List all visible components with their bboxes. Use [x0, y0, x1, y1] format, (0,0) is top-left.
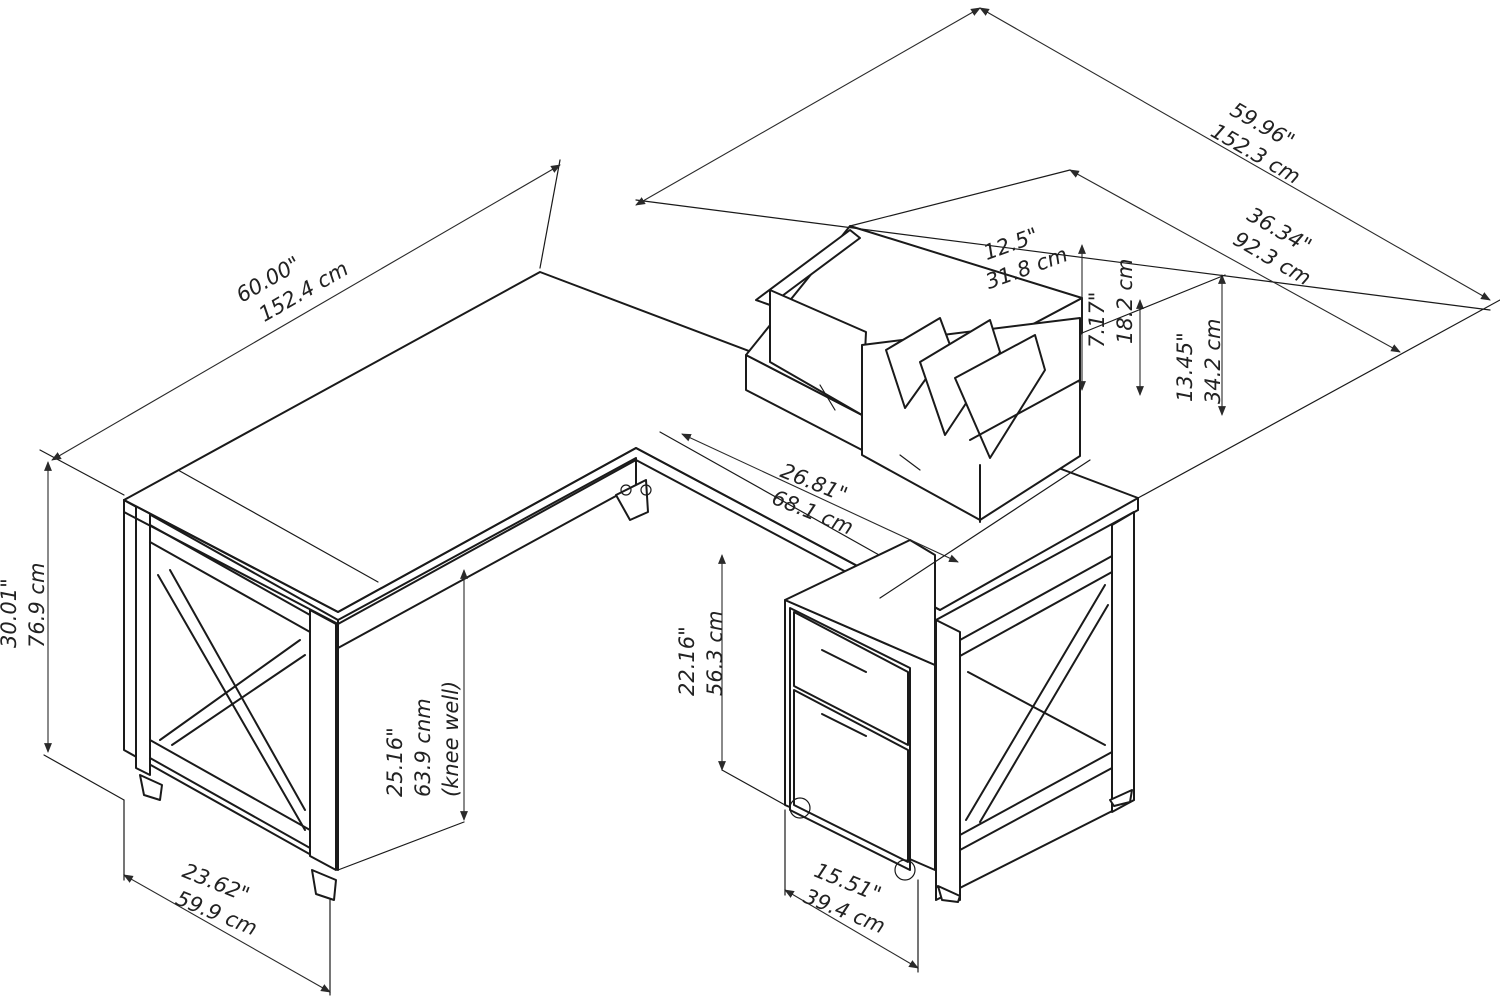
hutch-height-imperial: 13.45" — [1173, 332, 1197, 402]
file-cabinet — [784, 539, 936, 881]
organizer-height-metric: 18.2 cm — [1113, 259, 1137, 344]
right-leg-assembly — [935, 511, 1135, 903]
knee-well-note: (knee well) — [439, 681, 463, 797]
label-organizer-height: 7.17" 18.2 cm — [1085, 259, 1137, 348]
label-desk-depth: 23.62" 59.9 cm — [172, 859, 260, 941]
label-return-length: 59.96" 152.3 cm — [1207, 98, 1305, 189]
organizer-height-imperial: 7.17" — [1085, 292, 1109, 348]
knee-well-imperial: 25.16" — [383, 727, 407, 797]
desk-drawing — [123, 225, 1139, 903]
label-return-desk: 36.34" 92.3 cm — [1229, 203, 1315, 291]
knee-well-metric: 63.9 cnm — [411, 698, 435, 797]
label-desk-height: 30.01" 76.9 cm — [0, 563, 49, 648]
hutch-height-metric: 34.2 cm — [1201, 319, 1225, 404]
back-rail — [337, 457, 652, 649]
left-leg-assembly — [123, 499, 339, 901]
label-total-width: 60.00" 152.4 cm — [232, 252, 352, 327]
file-height-imperial: 22.16" — [675, 626, 699, 696]
label-hutch-height: 13.45" 34.2 cm — [1173, 319, 1225, 404]
label-knee-well: 25.16" 63.9 cnm (knee well) — [383, 681, 463, 797]
dimension-lines — [39, 7, 1500, 996]
label-file-width: 15.51" 39.4 cm — [800, 858, 888, 938]
desk-height-imperial: 30.01" — [0, 578, 21, 648]
label-organizer-depth: 12.5" 31.8 cm — [980, 223, 1071, 294]
label-file-height: 22.16" 56.3 cm — [675, 611, 727, 696]
file-height-metric: 56.3 cm — [703, 611, 727, 696]
desk-height-metric: 76.9 cm — [25, 563, 49, 648]
